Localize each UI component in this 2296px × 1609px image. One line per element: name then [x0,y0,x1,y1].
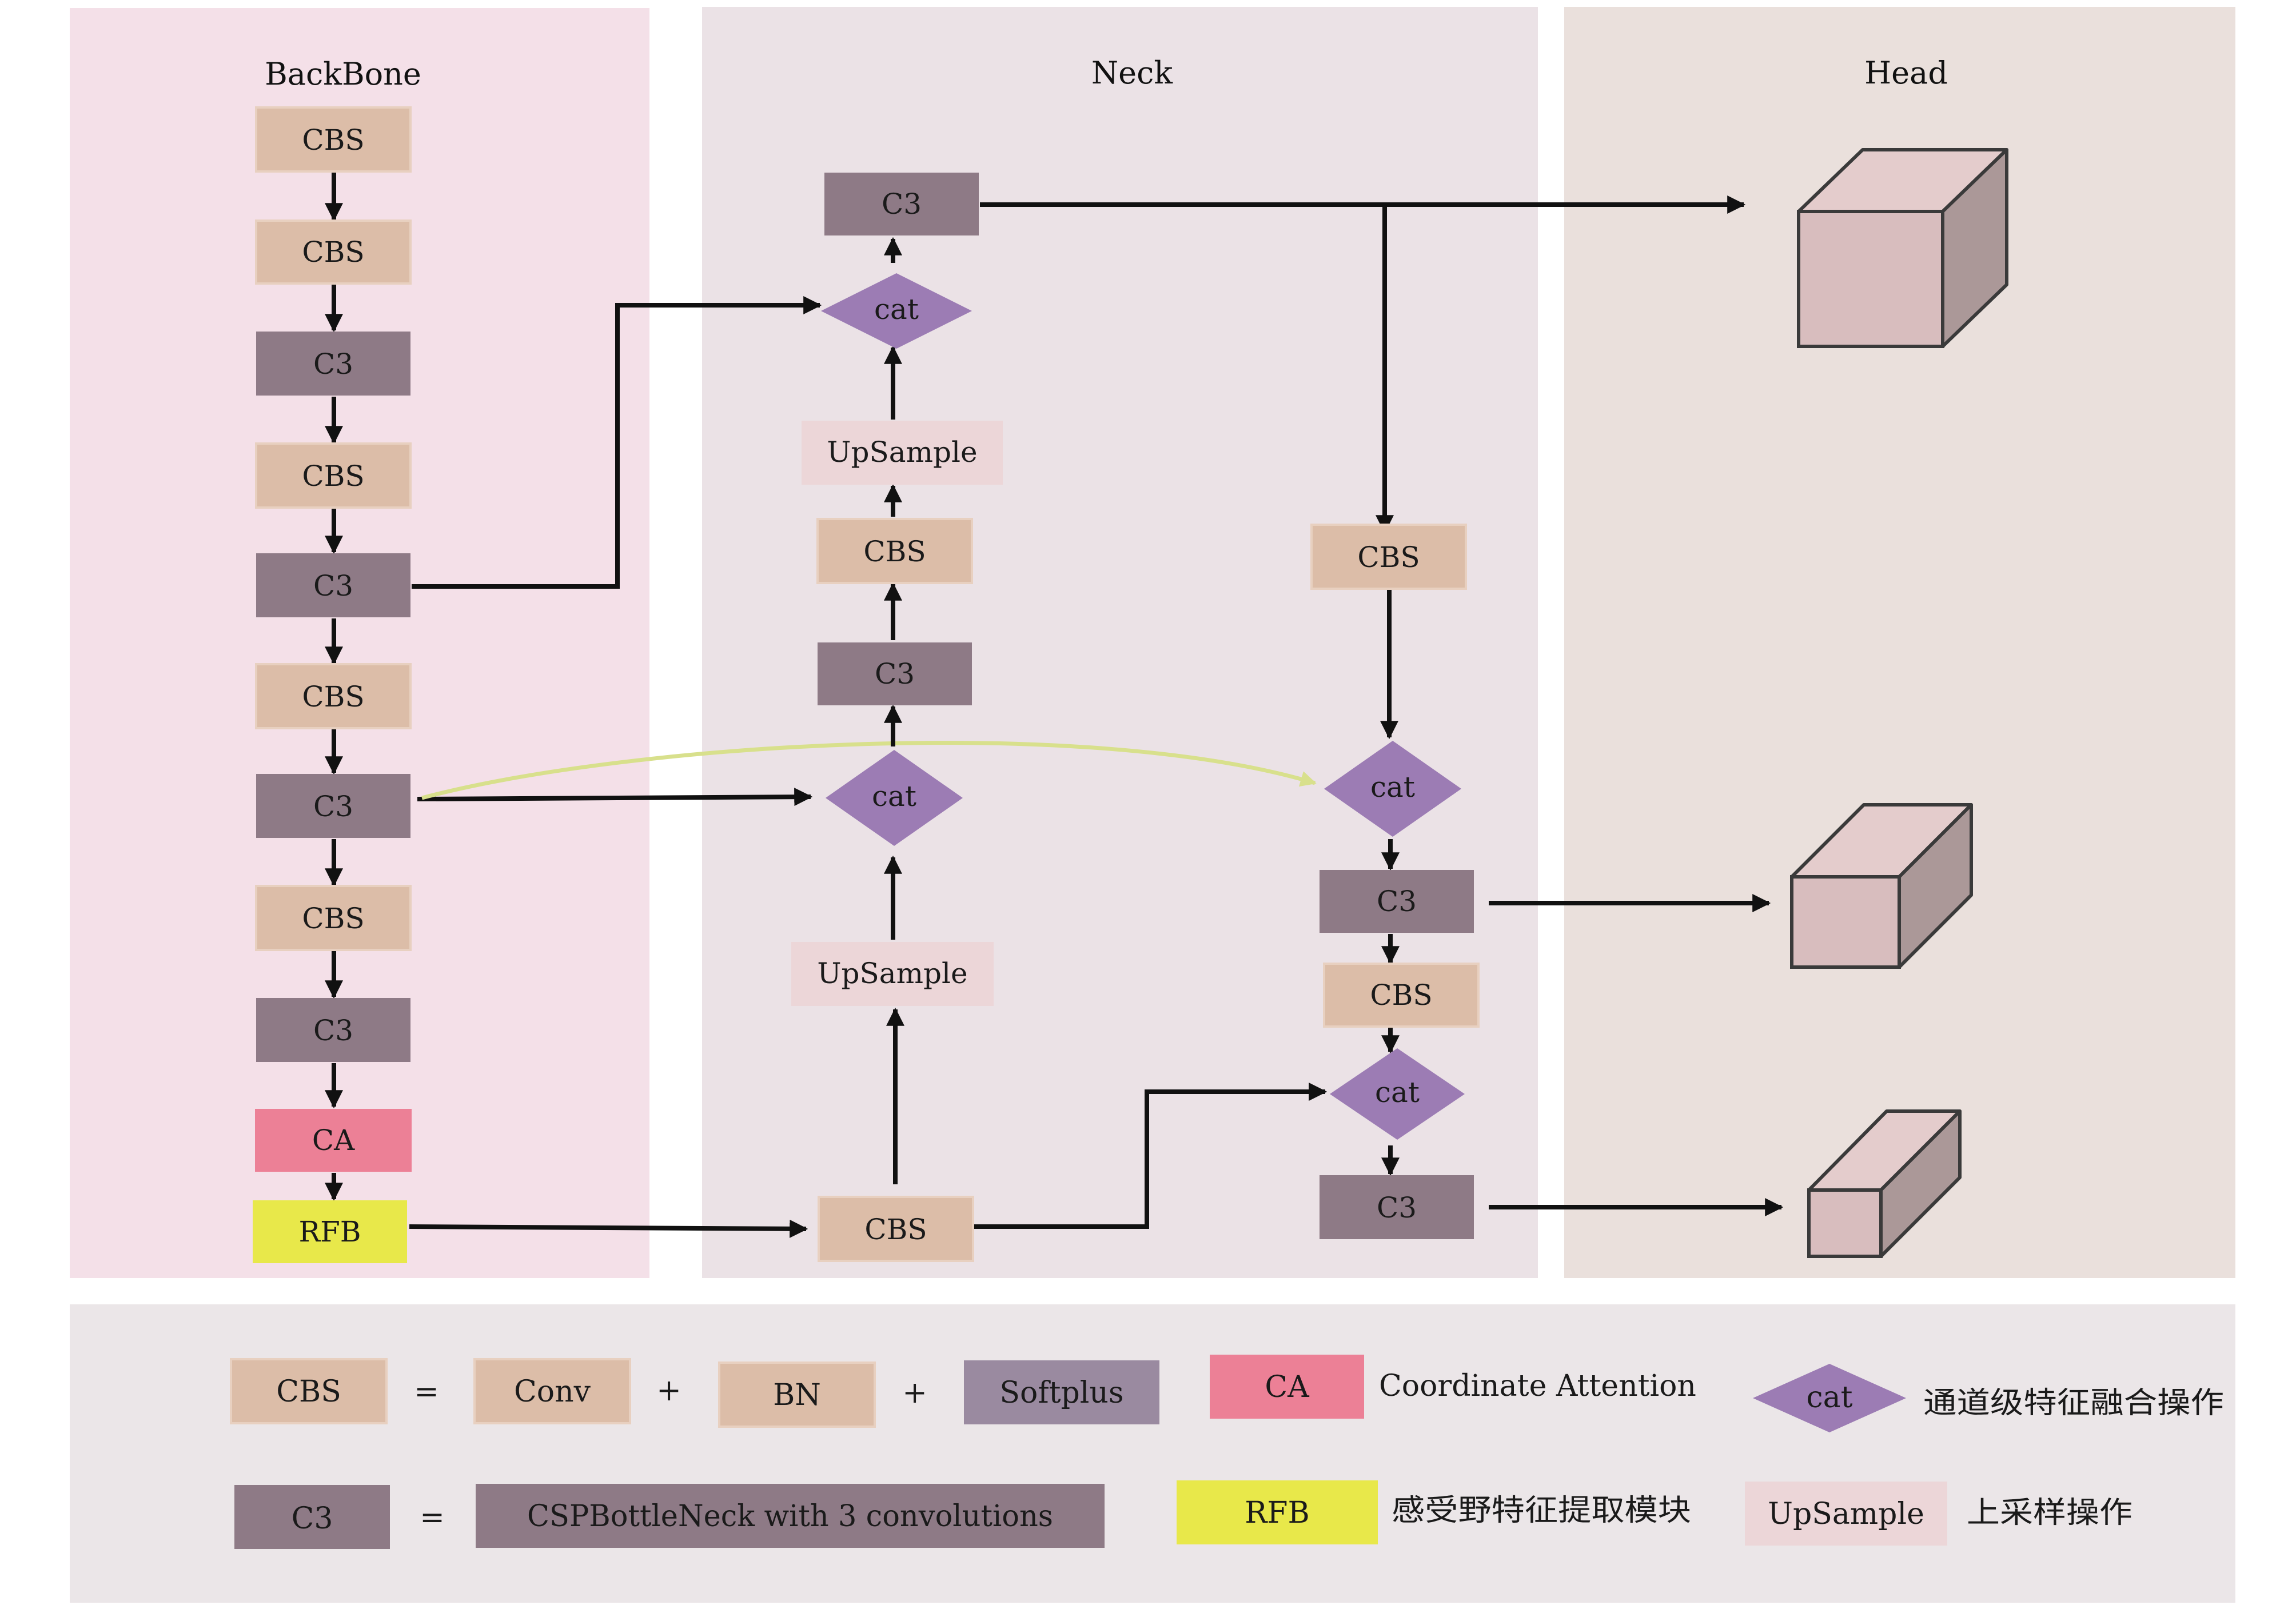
legend-cbs-swatch [230,1358,388,1424]
skip-curve [421,741,1317,800]
legend-upsample-label: UpSample [1768,1497,1924,1531]
legend-conv-swatch [473,1358,631,1424]
backbone-block [256,998,410,1062]
backbone-block [255,885,412,951]
block-label: C3 [313,569,353,602]
backbone-block [255,442,412,509]
legend: CBS = Conv + BN + Softplus CA Coordinate… [230,1355,2224,1549]
neck-block [816,518,973,584]
block-label: CBS [302,235,364,269]
block-label: CBS [302,460,364,493]
legend-plus: + [902,1376,927,1410]
backbone-panel [70,8,649,1278]
block-label: CBS [302,680,364,713]
legend-rfb-swatch [1177,1480,1378,1544]
head-outputs [1790,148,2008,1258]
backbone-block [255,663,412,729]
neck-block [818,642,972,705]
block-label: C3 [882,187,922,221]
legend-cbs-label: CBS [276,1375,341,1409]
block-label: CBS [1357,541,1420,574]
head-title: Head [1864,55,1948,91]
neck-block [802,421,1003,485]
backbone-block [255,106,412,173]
backbone-block [256,332,410,396]
neck-arrows [884,195,1784,1229]
backbone-block [256,553,410,617]
neck-block [824,173,979,235]
legend-ca-swatch [1210,1355,1364,1419]
backbone-block [253,1200,407,1263]
neck-block [1320,1175,1474,1239]
legend-equals: = [414,1375,439,1409]
legend-c3-label: C3 [292,1502,333,1536]
block-label: C3 [313,790,353,823]
legend-rfb-desc: 感受野特征提取模块 [1392,1494,1691,1528]
legend-softplus-label: Softplus [999,1376,1123,1410]
legend-cat-swatch [1753,1364,1906,1432]
neck-block [1323,963,1480,1028]
block-label: CBS [1370,979,1432,1012]
block-label: CBS [302,123,364,157]
block-label: CA [312,1124,355,1157]
neck-block [821,273,972,349]
detection-cube-medium [1790,803,1973,969]
legend-bn-label: BN [773,1378,821,1412]
legend-c3-desc-box [476,1484,1105,1548]
backbone-block [255,219,412,285]
legend-upsample-swatch [1745,1482,1947,1546]
block-label: UpSample [817,957,967,990]
legend-plus: + [656,1374,681,1408]
backbone-block [256,774,410,838]
legend-ca-desc: Coordinate Attention [1379,1369,1696,1403]
block-label: C3 [1377,1191,1417,1224]
legend-rfb-label: RFB [1245,1496,1309,1530]
legend-panel [70,1304,2235,1603]
block-label: RFB [298,1215,361,1248]
neck-title: Neck [1091,55,1173,91]
block-label: CBS [302,902,364,935]
backbone-blocks: CBS CBS C3 CBS C3 CBS C3 CBS C3 CA RFB [253,106,412,1263]
block-label: C3 [1377,885,1417,918]
block-label: C3 [313,1014,353,1047]
block-label: cat [1370,770,1415,804]
legend-softplus-swatch [964,1360,1159,1424]
block-label: C3 [313,348,353,381]
block-label: CBS [863,535,926,568]
block-label: cat [874,293,919,326]
neck-block [1330,1048,1465,1140]
block-label: cat [1375,1076,1420,1109]
legend-bn-swatch [718,1362,876,1428]
backbone-block [255,1109,412,1172]
neck-block [1320,870,1474,933]
block-label: cat [872,780,916,813]
detection-cube-large [1797,148,2008,348]
neck-blocks: C3 cat UpSample CBS C3 cat UpSample CBS … [791,173,1480,1262]
block-label: C3 [875,657,915,690]
legend-c3-swatch [234,1485,390,1549]
legend-c3-desc: CSPBottleNeck with 3 convolutions [527,1499,1053,1534]
detection-cube-small [1807,1109,1962,1258]
neck-block [1324,741,1461,837]
neck-block [826,750,963,846]
neck-block [791,942,994,1006]
legend-cat-label: cat [1806,1380,1852,1415]
cross-arrows [409,296,1317,1238]
legend-upsample-desc: 上采样操作 [1967,1496,2132,1530]
legend-equals: = [420,1500,445,1535]
legend-ca-label: CA [1265,1370,1310,1404]
neck-block [1310,524,1467,590]
block-label: CBS [864,1213,927,1246]
backbone-title: BackBone [265,56,421,92]
neck-block [818,1196,974,1262]
legend-conv-label: Conv [514,1375,591,1409]
legend-cat-desc: 通道级特征融合操作 [1923,1386,2224,1420]
block-label: UpSample [827,436,977,469]
